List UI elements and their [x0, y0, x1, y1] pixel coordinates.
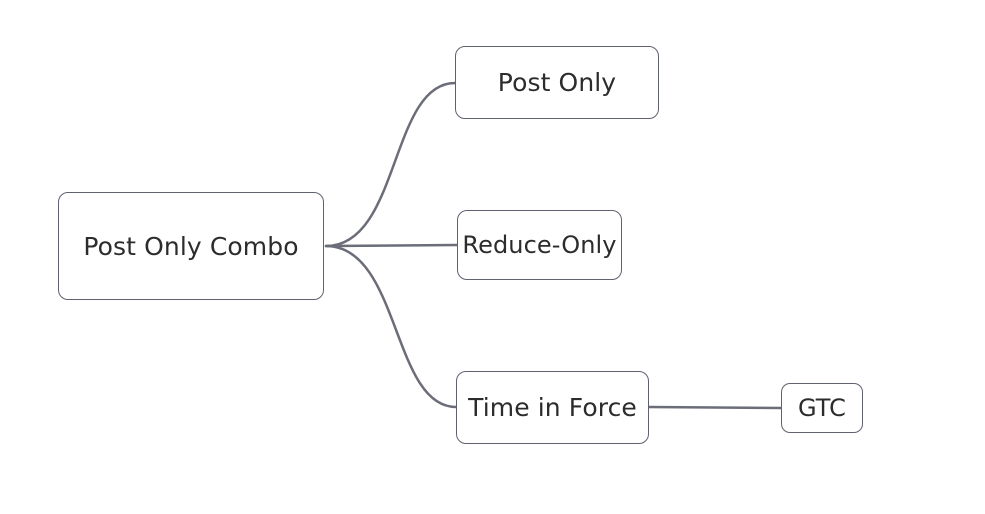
reduce-only-node[interactable]: Reduce-Only	[457, 210, 622, 280]
time-in-force-node-label: Time in Force	[468, 393, 637, 422]
post-only-node[interactable]: Post Only	[455, 46, 659, 119]
root-node[interactable]: Post Only Combo	[58, 192, 324, 300]
gtc-node[interactable]: GTC	[781, 383, 863, 433]
root-node-label: Post Only Combo	[83, 231, 299, 261]
reduce-only-node-label: Reduce-Only	[462, 231, 617, 259]
post-only-node-label: Post Only	[497, 68, 617, 97]
gtc-node-label: GTC	[797, 394, 847, 422]
connector-root-post-only	[324, 81, 457, 248]
connector-time-in-force-gtc	[647, 405, 783, 410]
connector-root-time-in-force	[324, 244, 458, 409]
connector-root-reduce-only	[324, 243, 459, 248]
time-in-force-node[interactable]: Time in Force	[456, 371, 649, 444]
